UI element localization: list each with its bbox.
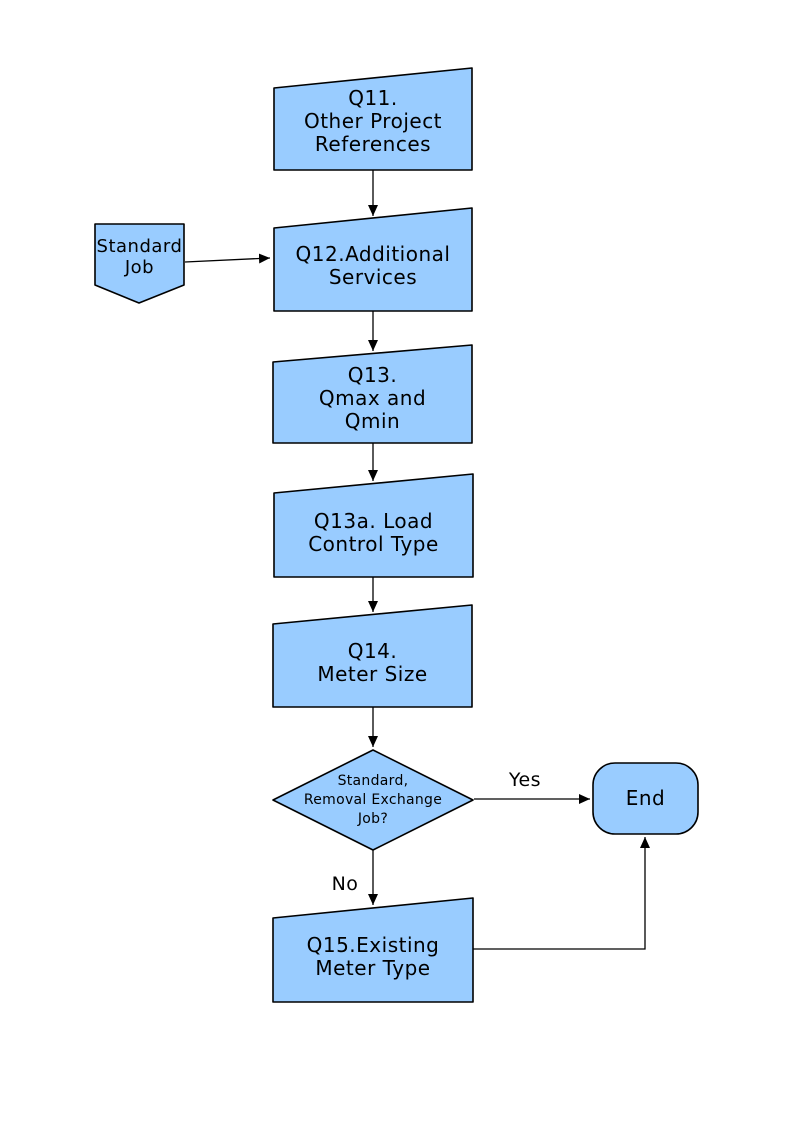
q12-node-label: Q12.Additional Services — [295, 241, 451, 289]
q15-node-label: Q15.Existing Meter Type — [306, 933, 440, 980]
q12-node-shape — [273, 207, 473, 312]
q14-node-label: Q14. Meter Size — [317, 638, 428, 686]
q13-node-shape — [272, 344, 473, 444]
q14-node-shape — [272, 604, 473, 708]
edge-q15-to-end — [473, 837, 650, 950]
q15-node-shape — [272, 897, 474, 1003]
standard-job-label: Standard Job — [96, 236, 183, 278]
end-node-label: End — [625, 786, 666, 810]
decision-diamond-label: Standard, Removal Exchange Job? — [303, 772, 443, 827]
q13a-node-shape — [273, 473, 474, 578]
q11-node-label: Q11. Other Project References — [303, 85, 443, 156]
decision-diamond-shape — [272, 749, 474, 851]
q13-node-label: Q13. Qmax and Qmin — [318, 363, 427, 433]
yes-edge-label: Yes — [508, 769, 542, 791]
q13a-node-label: Q13a. Load Control Type — [308, 508, 439, 556]
end-terminator-shape — [592, 762, 699, 835]
no-edge-label: No — [331, 873, 359, 895]
edge-standardjob-to-q12 — [184, 253, 271, 264]
standard-job-offpage-shape — [94, 223, 185, 304]
q11-node-shape — [273, 67, 473, 171]
